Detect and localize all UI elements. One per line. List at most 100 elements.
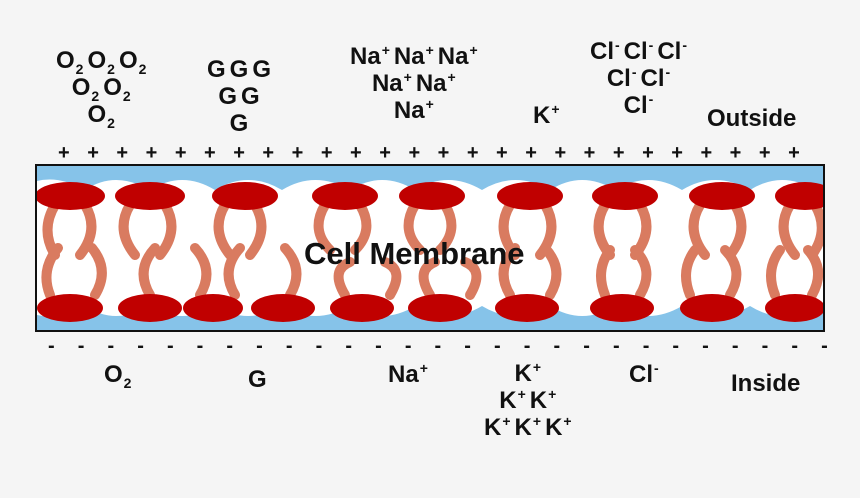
- negative-charge: -: [166, 335, 174, 357]
- positive-charge: +: [642, 142, 654, 164]
- negative-charge: -: [672, 335, 680, 357]
- negative-charge: -: [464, 335, 471, 357]
- molecule-row: O2: [87, 103, 114, 131]
- molecule-row: Na+Na+: [371, 69, 456, 97]
- negative-charge: -: [137, 335, 144, 357]
- lipid-heads-bottom: [37, 294, 824, 322]
- positive-charge: +: [233, 142, 245, 164]
- molecule-label: G: [248, 366, 267, 393]
- negative-charge: -: [642, 335, 650, 357]
- inside-label: Inside: [731, 370, 801, 397]
- molecule-label: K+: [484, 413, 511, 441]
- lipid-heads-top: [36, 182, 824, 210]
- positive-charge: +: [700, 142, 713, 164]
- positive-charge: +: [554, 142, 567, 164]
- negative-charge: -: [315, 335, 323, 357]
- molecule-row: Cl-Cl-: [607, 65, 670, 91]
- negative-charge: -: [285, 335, 293, 357]
- molecule-label: O2: [118, 47, 147, 77]
- negative-charge: -: [107, 335, 115, 357]
- positive-charge: +: [87, 142, 99, 164]
- molecule-row: Na+Na+Na+: [350, 42, 478, 70]
- molecule-row: Na+: [393, 96, 434, 124]
- positive-charge: +: [145, 142, 158, 164]
- negative-charge: -: [553, 335, 561, 357]
- inside-negative-charges: ---------------------------: [48, 336, 828, 356]
- molecule-label: Na+: [415, 69, 456, 97]
- molecule-label: K+: [499, 386, 526, 414]
- molecule-label: O2: [71, 74, 100, 104]
- molecule-row: K+K+K+: [484, 413, 572, 441]
- negative-charge: -: [731, 335, 739, 357]
- lipid-tails-bottom: [41, 243, 823, 300]
- positive-charge: +: [671, 142, 683, 164]
- molecule-label: Na+: [393, 96, 434, 124]
- negative-charge: -: [375, 335, 382, 357]
- negative-charge: -: [77, 335, 85, 357]
- molecule-label: Cl-: [623, 37, 654, 65]
- molecule-row: K+: [515, 360, 542, 386]
- positive-charge: +: [758, 142, 771, 164]
- molecule-label: G: [252, 56, 272, 83]
- outside-potassium-group: K+: [533, 101, 560, 129]
- molecule-label: Na+: [393, 42, 434, 70]
- positive-charge: +: [291, 142, 304, 164]
- negative-charge: -: [226, 335, 234, 357]
- negative-charge: -: [434, 335, 442, 357]
- molecule-label: Cl-: [623, 91, 654, 119]
- molecule-label: O2: [104, 361, 132, 391]
- molecule-label: K+: [545, 413, 572, 441]
- inside-potassium-group: K+K+K+K+K+K+: [484, 360, 572, 441]
- negative-charge: -: [494, 335, 501, 357]
- inside-chloride-group: Cl-: [629, 360, 659, 388]
- molecule-label: Na+: [388, 360, 428, 388]
- negative-charge: -: [583, 335, 590, 357]
- positive-charge: +: [788, 142, 800, 164]
- positive-charge: +: [496, 142, 508, 164]
- outside-chloride-group: Cl-Cl-Cl-Cl-Cl-Cl-: [590, 37, 687, 119]
- molecule-label: Cl-: [629, 360, 659, 388]
- molecule-label: K+: [514, 413, 542, 441]
- molecule-row: G: [248, 368, 267, 392]
- molecule-label: G: [218, 83, 237, 110]
- positive-charge: +: [174, 142, 187, 164]
- molecule-row: O2: [104, 361, 132, 391]
- membrane-outline: [35, 164, 825, 332]
- molecule-label: Na+: [350, 42, 390, 70]
- molecule-label: O2: [56, 47, 84, 77]
- negative-charge: -: [702, 335, 709, 357]
- negative-charge: -: [821, 335, 828, 357]
- positive-charge: +: [583, 142, 596, 164]
- negative-charge: -: [256, 335, 263, 357]
- molecule-label: K+: [533, 101, 560, 129]
- molecule-row: G: [230, 112, 249, 136]
- negative-charge: -: [761, 335, 769, 357]
- molecule-row: K+: [533, 101, 560, 129]
- molecule-label: G: [241, 83, 260, 110]
- outside-positive-charges: ++++++++++++++++++++++++++: [58, 143, 800, 163]
- molecule-label: Na+: [371, 69, 412, 97]
- positive-charge: +: [320, 142, 333, 164]
- negative-charge: -: [523, 335, 531, 357]
- inside-glucose-group: G: [248, 368, 267, 392]
- molecule-row: Cl-: [623, 91, 654, 119]
- inside-oxygen-group: O2: [104, 361, 132, 391]
- positive-charge: +: [262, 142, 275, 164]
- positive-charge: +: [379, 142, 391, 164]
- negative-charge: -: [48, 335, 55, 357]
- positive-charge: +: [466, 142, 479, 164]
- outside-label: Outside: [707, 105, 797, 132]
- positive-charge: +: [525, 142, 537, 164]
- positive-charge: +: [204, 142, 216, 164]
- molecule-label: G: [207, 56, 226, 83]
- positive-charge: +: [116, 142, 129, 164]
- outside-sodium-group: Na+Na+Na+Na+Na+Na+: [350, 42, 478, 124]
- molecule-row: Cl-Cl-Cl-: [590, 37, 687, 65]
- positive-charge: +: [729, 142, 742, 164]
- molecule-row: K+K+: [499, 386, 556, 414]
- negative-charge: -: [196, 335, 204, 357]
